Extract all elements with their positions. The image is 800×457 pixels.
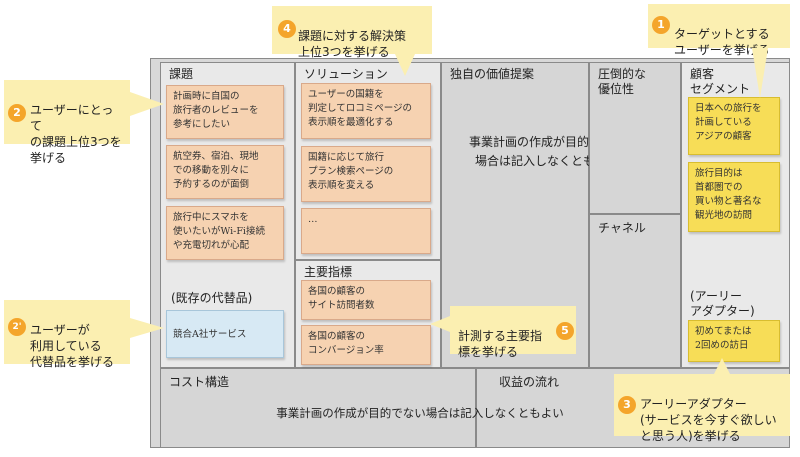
metrics-title: 主要指標 [304, 265, 353, 279]
problem-note-3: 旅行中にスマホを 使いたいがWi-Fi接続 や充電切れが心配 [166, 206, 284, 260]
segment-note-2: 旅行目的は 首都圏での 買い物と著名な 観光地の訪問 [688, 162, 780, 232]
solution-note-2: 国籍に応じて旅行 プラン検索ページの 表示順を変える [301, 146, 431, 202]
cost-revenue-placeholder: 事業計画の作成が目的でない場合は記入しなくともよい [276, 406, 564, 420]
callout-2-pointer [130, 92, 164, 116]
advantage-title: 圧倒的な 優位性 [598, 67, 647, 96]
callout-5-pointer [430, 316, 450, 332]
callout-2p: ユーザーが 利用している 代替品を挙げる [4, 300, 130, 369]
channels-cell: チャネル [589, 214, 681, 368]
callout-2-text: ユーザーにとって の課題上位3つを 挙げる [30, 103, 122, 165]
channels-title: チャネル [598, 221, 646, 235]
solution-note-1: ユーザーの国籍を 判定してロコミページの 表示順を最適化する [301, 83, 431, 139]
early-adopter-note-1: 初めてまたは 2回めの訪日 [688, 320, 780, 362]
callout-2p-pointer [130, 318, 164, 338]
callout-2p-text: ユーザーが 利用している 代替品を挙げる [30, 323, 115, 369]
metric-note-2: 各国の顧客の コンバージョン率 [301, 325, 431, 365]
callout-4-text: 課題に対する解決策 上位3つを挙げる [298, 29, 407, 59]
metric-note-1: 各国の顧客の サイト訪問者数 [301, 280, 431, 320]
callout-3-text: アーリーアダプター (サービスを今すぐ欲しい と思う人)を挙げる [640, 397, 777, 443]
callout-4-badge: 4 [278, 20, 296, 38]
alternatives-title: (既存の代替品) [171, 291, 253, 305]
callout-3: アーリーアダプター (サービスを今すぐ欲しい と思う人)を挙げる [614, 374, 790, 443]
segment-note-1: 日本への旅行を 計画している アジアの顧客 [688, 97, 780, 155]
advantage-cell: 圧倒的な 優位性 [589, 62, 681, 214]
callout-4-pointer [395, 54, 415, 76]
solution-title: ソリューション [304, 67, 388, 81]
alternative-note-1: 競合A社サービス [166, 310, 284, 358]
callout-4: 課題に対する解決策 上位3つを挙げる [272, 6, 432, 59]
uvp-placeholder: 事業計画の作成が目的でない 場合は記入しなくともよい [468, 135, 625, 168]
callout-5: 計測する主要指 標を挙げる [450, 306, 576, 359]
solution-note-3: … [301, 208, 431, 254]
callout-3-pointer [714, 358, 730, 374]
callout-1: ターゲットとする ユーザーを挙げる [648, 4, 790, 57]
early-adopters-title: (アーリー アダプター) [690, 289, 755, 318]
cost-cell: コスト構造 [160, 368, 476, 448]
segments-title: 顧客 セグメント [690, 67, 751, 96]
callout-1-pointer [752, 48, 768, 98]
callout-5-badge: 5 [556, 322, 574, 340]
problem-note-1: 計画時に自国の 旅行者のレビューを 参考にしたい [166, 85, 284, 139]
callout-5-text: 計測する主要指 標を挙げる [458, 329, 543, 359]
callout-2p-badge: 2' [8, 318, 26, 336]
cost-title: コスト構造 [169, 375, 230, 389]
problem-title: 課題 [169, 67, 194, 81]
revenue-title: 収益の流れ [499, 375, 560, 389]
callout-1-badge: 1 [652, 16, 670, 34]
callout-1-text: ターゲットとする ユーザーを挙げる [674, 27, 770, 57]
problem-note-2: 航空券、宿泊、現地 での移動を別々に 予約するのが面倒 [166, 145, 284, 199]
callout-2-badge: 2 [8, 104, 26, 122]
callout-3-badge: 3 [618, 396, 636, 414]
uvp-title: 独自の価値提案 [450, 67, 535, 81]
